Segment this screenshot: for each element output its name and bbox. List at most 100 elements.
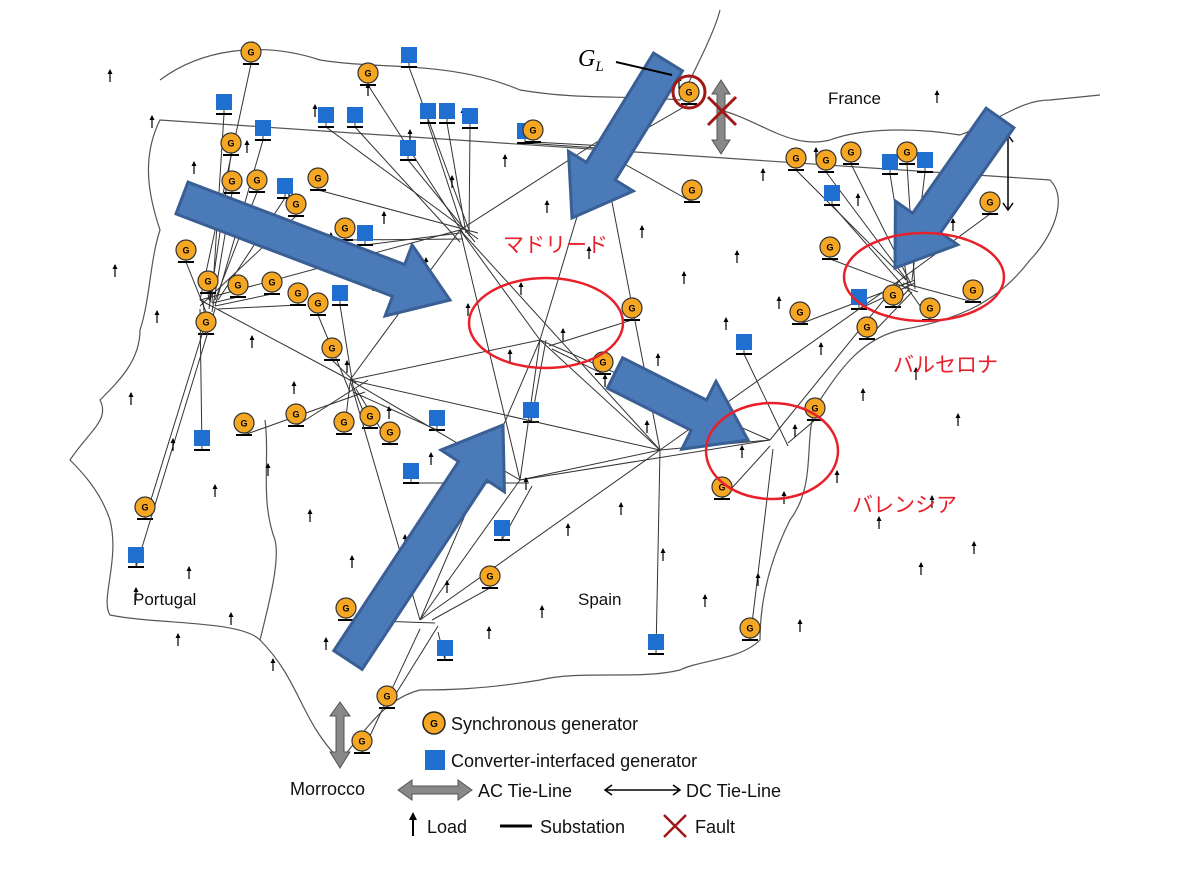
load-icon xyxy=(207,289,213,302)
load-icon xyxy=(133,587,139,600)
svg-text:G: G xyxy=(969,286,976,296)
svg-text:G: G xyxy=(688,186,695,196)
converter-generator-icon xyxy=(332,285,348,301)
transmission-line xyxy=(902,282,974,303)
load-icon xyxy=(175,633,181,646)
load-icon xyxy=(950,218,956,231)
gl-pointer-line xyxy=(615,61,673,76)
load-icon xyxy=(344,360,350,373)
transmission-line xyxy=(431,576,491,621)
legend-load-icon xyxy=(409,812,417,836)
legend-dc-tie: DC Tie-Line xyxy=(686,781,781,801)
converter-generator-icon xyxy=(401,47,417,63)
load-icon xyxy=(834,470,840,483)
load-icon xyxy=(518,282,524,295)
svg-text:G: G xyxy=(386,428,393,438)
svg-text:G: G xyxy=(822,156,829,166)
svg-text:G: G xyxy=(340,418,347,428)
converter-generator-icon xyxy=(462,108,478,124)
gl-label: GL xyxy=(578,46,604,75)
load-icon xyxy=(913,367,919,380)
synchronous-generator-icon: G xyxy=(621,297,643,319)
synchronous-generator-icon: G xyxy=(175,239,197,261)
legend-substation: Substation xyxy=(540,817,625,837)
transmission-line xyxy=(349,379,661,451)
legend-load: Load xyxy=(427,817,467,837)
load-icon xyxy=(486,626,492,639)
synchronous-generator-icon: G xyxy=(227,274,249,296)
svg-text:G: G xyxy=(253,176,260,186)
load-icon xyxy=(776,296,782,309)
load-icon xyxy=(602,374,608,387)
svg-text:G: G xyxy=(294,289,301,299)
converter-generator-icon xyxy=(429,410,445,426)
load-icon xyxy=(465,303,471,316)
load-icon xyxy=(191,161,197,174)
svg-text:G: G xyxy=(628,304,635,314)
transmission-line xyxy=(217,293,299,310)
spain-label: Spain xyxy=(578,590,621,609)
converter-generator-icon xyxy=(357,225,373,241)
converter-generator-icon xyxy=(439,103,455,119)
synchronous-generator-icon: G xyxy=(789,301,811,323)
load-icon xyxy=(128,392,134,405)
legend-sync-gen-icon: G xyxy=(422,711,446,735)
svg-text:G: G xyxy=(718,483,725,493)
load-icon xyxy=(365,83,371,96)
svg-text:G: G xyxy=(685,88,692,98)
svg-text:G: G xyxy=(796,308,803,318)
svg-text:G: G xyxy=(227,139,234,149)
load-icon xyxy=(644,420,650,433)
svg-text:G: G xyxy=(889,291,896,301)
synchronous-generator-icon: G xyxy=(376,685,398,707)
synchronous-generator-icon: G xyxy=(681,179,703,201)
svg-text:G: G xyxy=(529,126,536,136)
transmission-line xyxy=(539,339,661,451)
load-icon xyxy=(860,388,866,401)
load-icon xyxy=(539,605,545,618)
transmission-line xyxy=(144,311,210,520)
load-icon xyxy=(760,168,766,181)
flow-arrow xyxy=(174,180,453,319)
converter-generator-icon xyxy=(194,430,210,446)
load-icon xyxy=(565,523,571,536)
load-icon xyxy=(265,463,271,476)
load-icon xyxy=(502,154,508,167)
synchronous-generator-icon: G xyxy=(333,411,355,433)
synchronous-generator-icon: G xyxy=(195,311,217,333)
legend-ac-tie: AC Tie-Line xyxy=(478,781,572,801)
synchronous-generator-icon: G xyxy=(134,496,156,518)
load-icon xyxy=(792,424,798,437)
converter-generator-icon xyxy=(277,178,293,194)
gl-highlight-circle xyxy=(671,74,707,110)
load-icon xyxy=(560,328,566,341)
svg-text:G: G xyxy=(746,624,753,634)
load-icon xyxy=(307,509,313,522)
load-icon xyxy=(929,495,935,508)
load-icon xyxy=(855,193,861,206)
svg-text:G: G xyxy=(599,358,606,368)
synchronous-generator-icon: G xyxy=(856,316,878,338)
converter-generator-icon xyxy=(347,107,363,123)
load-icon xyxy=(660,548,666,561)
legend-conv-gen: Converter-interfaced generator xyxy=(451,751,697,771)
svg-text:G: G xyxy=(430,719,438,730)
flow-arrows xyxy=(174,51,1017,672)
load-icon xyxy=(228,612,234,625)
synchronous-generator-icon: G xyxy=(221,170,243,192)
load-icon xyxy=(639,225,645,238)
load-icon xyxy=(723,317,729,330)
svg-text:G: G xyxy=(182,246,189,256)
synchronous-generator-icon: G xyxy=(307,167,329,189)
converter-generator-icon xyxy=(420,103,436,119)
load-icon xyxy=(586,246,592,259)
flow-arrow xyxy=(566,51,685,221)
transmission-line xyxy=(548,308,633,347)
synchronous-generator-icon: G xyxy=(335,597,357,619)
svg-text:G: G xyxy=(202,318,209,328)
transmission-line xyxy=(519,439,771,481)
load-icon xyxy=(381,211,387,224)
converter-generator-icon xyxy=(400,140,416,156)
synchronous-generator-icon: G xyxy=(240,41,262,63)
